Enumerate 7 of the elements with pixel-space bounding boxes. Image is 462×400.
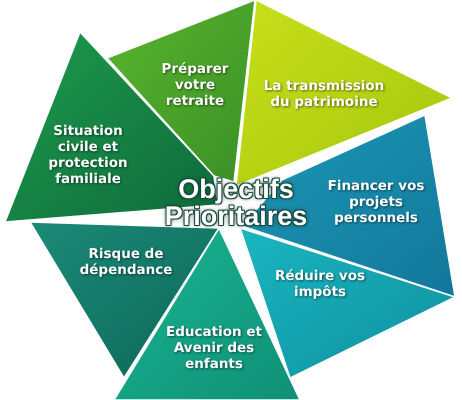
segment-label: La transmission du patrimoine	[262, 78, 386, 110]
segment-label: Situation civile et protection familiale	[47, 123, 129, 187]
segment-label: Réduire vos impôts	[274, 268, 366, 300]
segment-label: Financer vos projets personnels	[326, 178, 426, 226]
segment-label: Education et Avenir des enfants	[165, 324, 263, 372]
segment-label: Risque de dépendance	[78, 246, 174, 278]
segment-label: Préparer votre retraite	[160, 61, 230, 109]
